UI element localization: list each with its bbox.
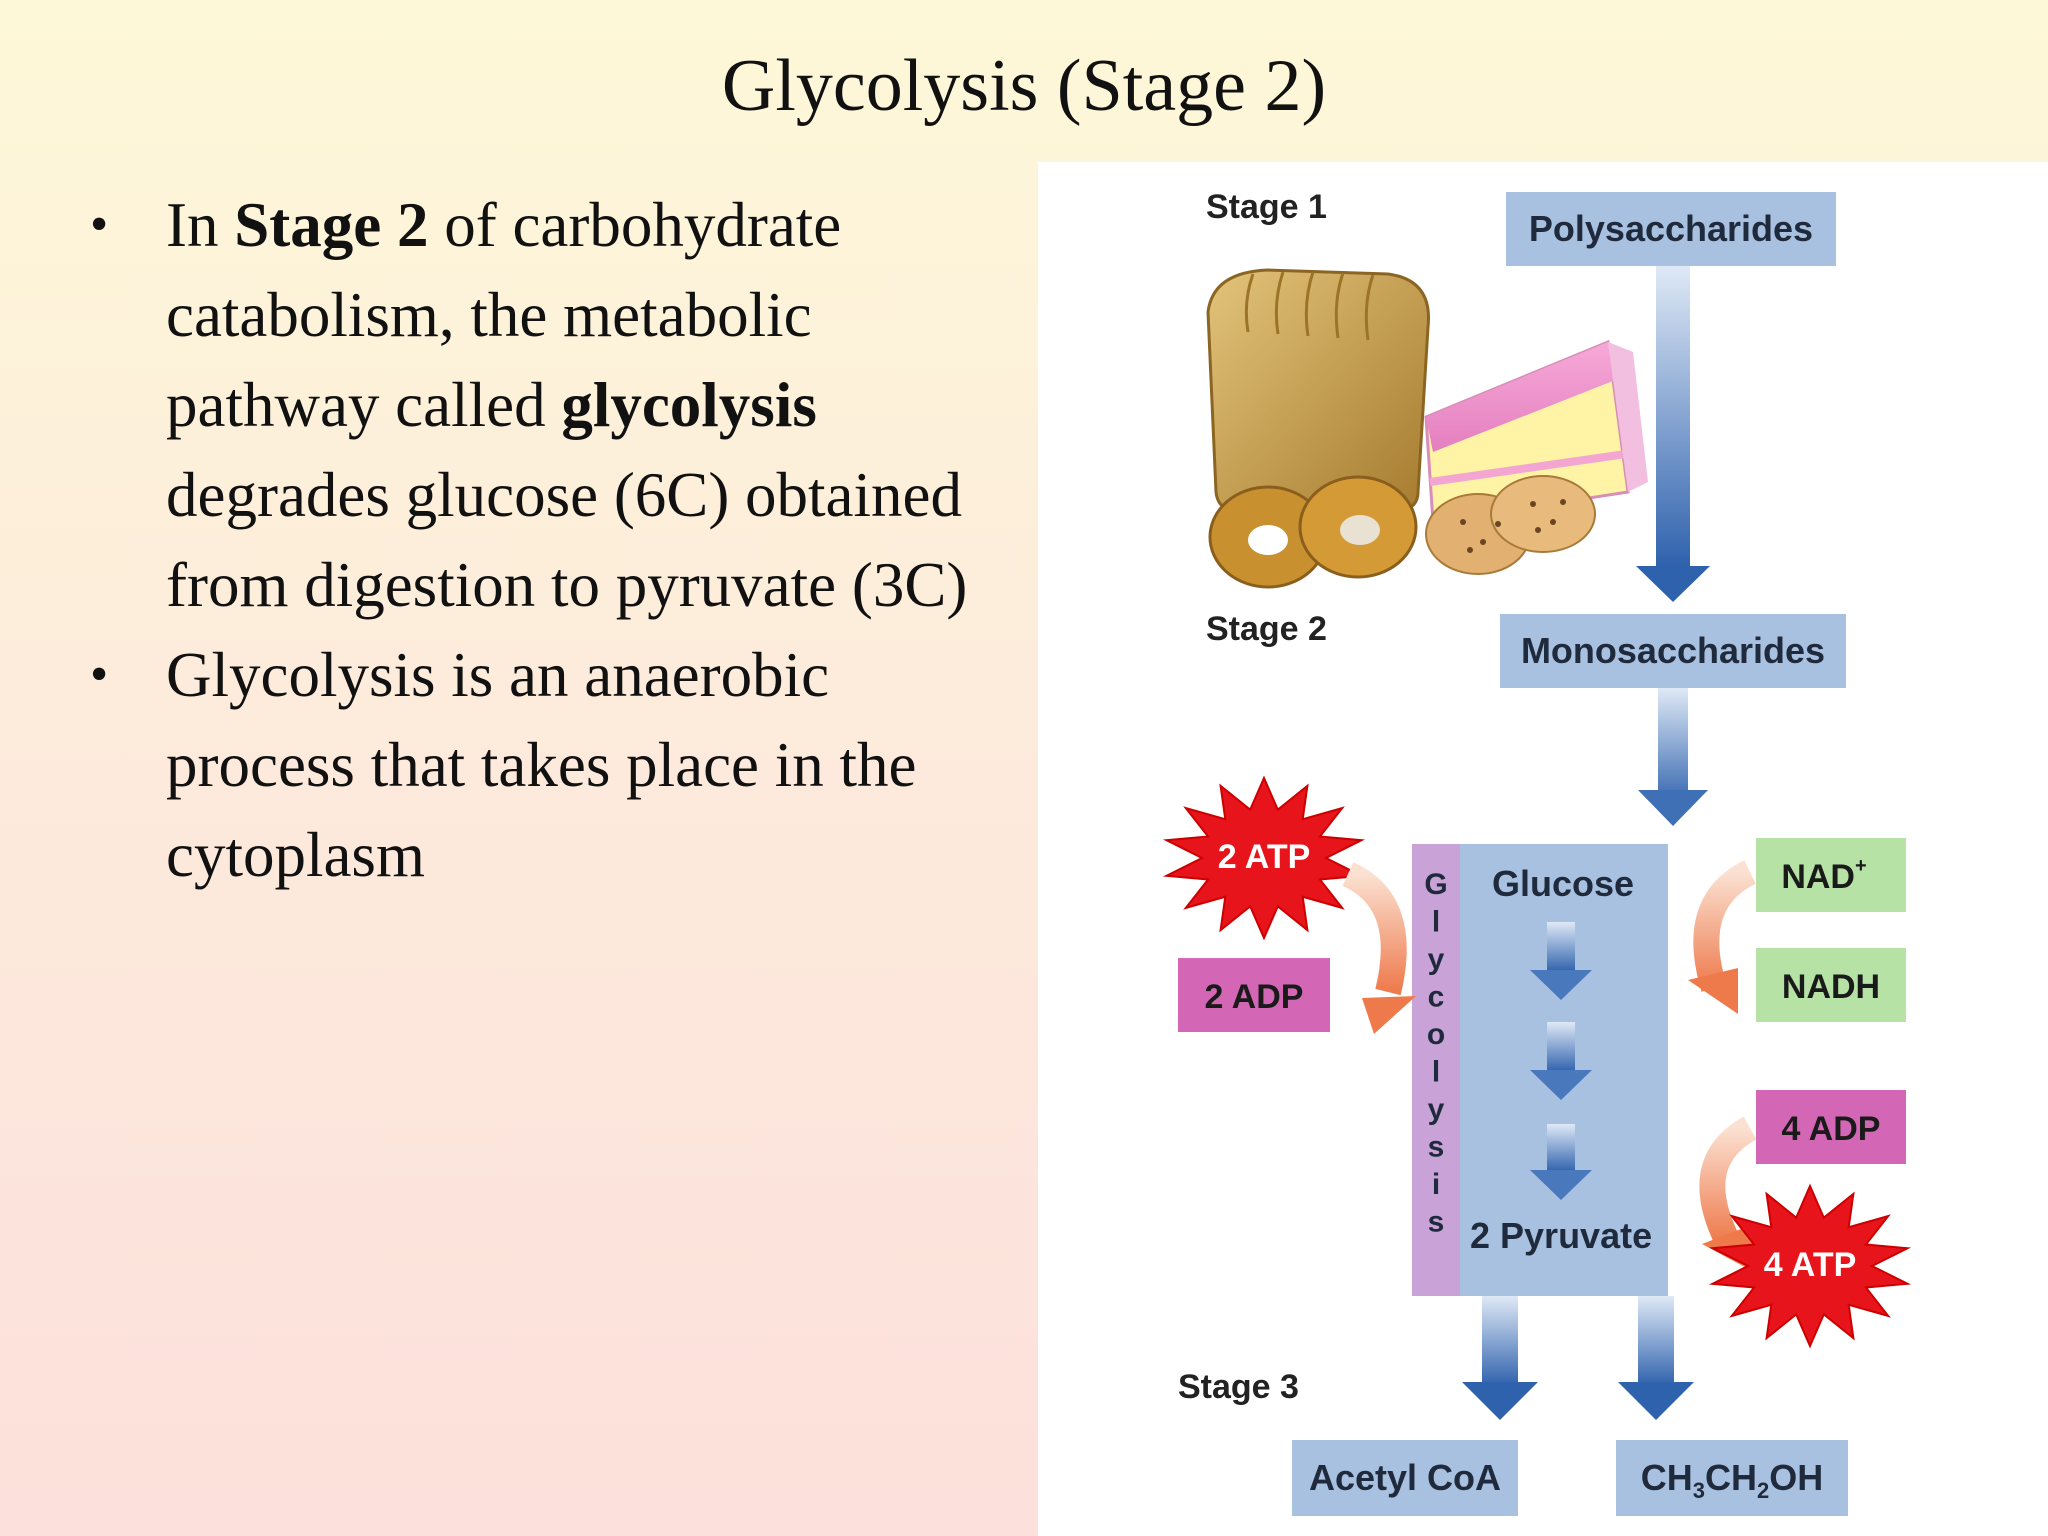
- atp-in-starburst: 2 ATP: [1162, 775, 1366, 941]
- glycolysis-bar: [1412, 844, 1460, 1296]
- atp-out-starburst: 4 ATP: [1708, 1183, 1912, 1349]
- adp-out-box: [1178, 958, 1330, 1032]
- glycolysis-letter: l: [1432, 1056, 1440, 1089]
- glycolysis-letter: y: [1428, 943, 1445, 976]
- arrow-poly-to-mono: [1636, 266, 1710, 602]
- adp-in-label: 4 ADP: [1782, 1110, 1881, 1148]
- bullet-text: degrades glucose (6C) obtained from dige…: [166, 460, 968, 620]
- bullet-text: of carbohydrate catabolism, the metaboli…: [166, 190, 842, 440]
- polysaccharides-label: Polysaccharides: [1529, 208, 1813, 249]
- glycolysis-letter: i: [1432, 1168, 1440, 1201]
- glycolysis-letter: G: [1424, 868, 1447, 901]
- bullet-bold-text: glycolysis: [561, 370, 817, 440]
- ethanol-part-3: OH: [1769, 1457, 1823, 1498]
- bullet-list: • In Stage 2 of carbohydrate catabolism, …: [88, 180, 988, 900]
- bullet-dot-icon: •: [90, 196, 109, 253]
- glycolysis-letter: l: [1432, 906, 1440, 939]
- glycolysis-letter: s: [1428, 1206, 1445, 1239]
- bullet-text: Glycolysis is an anaerobic process that …: [166, 640, 917, 890]
- atp-in-label: 2 ATP: [1218, 838, 1311, 876]
- ethanol-sub-1: 3: [1693, 1478, 1705, 1503]
- bullet-bold-text: Stage 2: [234, 190, 429, 260]
- curve-arrow-nad-to-nadh: [1688, 860, 1757, 1014]
- nad-plus-box: [1756, 838, 1906, 912]
- curve-arrow-atp-to-adp: [1342, 862, 1416, 1034]
- atp-out-label: 4 ATP: [1764, 1246, 1857, 1284]
- glucose-label: Glucose: [1492, 863, 1634, 904]
- arrow-mono-to-glucose: [1638, 688, 1708, 826]
- polysaccharides-box: [1506, 192, 1836, 266]
- pyruvate-label: 2 Pyruvate: [1470, 1215, 1652, 1256]
- slide-title: Glycolysis (Stage 2): [721, 45, 1327, 127]
- stage1-label: Stage 1: [1206, 188, 1327, 226]
- glycolysis-letter: o: [1427, 1018, 1445, 1051]
- ethanol-sub-2: 2: [1757, 1478, 1769, 1503]
- bullet-dot-icon: •: [90, 646, 109, 703]
- glycolysis-vertical-label: Glycolysis: [1424, 868, 1447, 1239]
- diagram-svg: Stage 1 Stage 2 Stage 3: [1162, 188, 1912, 1516]
- nad-plus-text: NAD: [1781, 858, 1855, 896]
- bullet-text: In: [166, 190, 235, 260]
- acetyl-coa-label: Acetyl CoA: [1309, 1457, 1501, 1498]
- ethanol-label: CH3CH2OH: [1641, 1457, 1824, 1503]
- stage3-label: Stage 3: [1178, 1368, 1299, 1406]
- monosaccharides-label: Monosaccharides: [1521, 630, 1825, 671]
- glycolysis-step-arrows: [1530, 922, 1592, 1200]
- acetyl-coa-box: [1292, 1440, 1518, 1516]
- arrow-to-ethanol: [1618, 1296, 1694, 1420]
- nadh-box: [1756, 948, 1906, 1022]
- bullet-item: • In Stage 2 of carbohydrate catabolism, …: [88, 180, 988, 630]
- ethanol-part-2: CH: [1705, 1457, 1757, 1498]
- glycolysis-letter: y: [1428, 1093, 1445, 1126]
- monosaccharides-box: [1500, 614, 1846, 688]
- bullet-item: • Glycolysis is an anaerobic process that…: [88, 630, 988, 900]
- adp-out-label: 2 ADP: [1205, 978, 1304, 1016]
- nad-plus-label: NAD+: [1781, 855, 1866, 896]
- stage2-label: Stage 2: [1206, 610, 1327, 648]
- nad-plus-sup: +: [1855, 855, 1867, 877]
- glycolysis-letter: s: [1428, 1131, 1445, 1164]
- glycolysis-letter: c: [1428, 981, 1445, 1014]
- nadh-label: NADH: [1782, 968, 1880, 1006]
- ethanol-part-1: CH: [1641, 1457, 1693, 1498]
- food-illustration: [1206, 268, 1648, 589]
- arrow-to-acetyl-coa: [1462, 1296, 1538, 1420]
- adp-in-box: [1756, 1090, 1906, 1164]
- glycolysis-diagram: Stage 1 Stage 2 Stage 3: [1038, 162, 2048, 1536]
- ethanol-box: [1616, 1440, 1848, 1516]
